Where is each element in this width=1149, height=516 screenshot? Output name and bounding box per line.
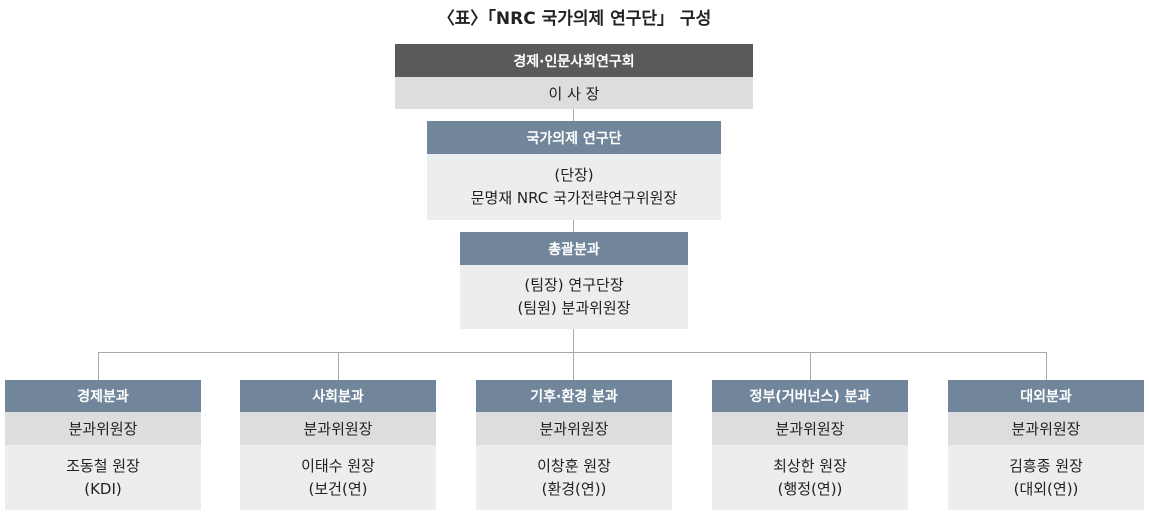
connector-drop-5 — [1046, 352, 1047, 380]
division-org: (행정(연)) — [777, 479, 843, 498]
division-org: (KDI) — [84, 479, 122, 498]
division-name: 김흥종 원장 — [1009, 456, 1083, 475]
research-group-body: (단장) 문명재 NRC 국가전략연구위원장 — [427, 154, 721, 220]
connector-drop-2 — [338, 352, 339, 380]
division-body: 김흥종 원장 (대외(연)) — [948, 445, 1144, 510]
council-header: 경제·인문사회연구회 — [395, 44, 753, 77]
research-group-line1: (단장) — [554, 166, 594, 184]
division-name: 이태수 원장 — [301, 456, 375, 475]
diagram-title: 〈표〉「NRC 국가의제 연구단」 구성 — [437, 9, 712, 29]
connector-general-trunk — [573, 329, 574, 380]
research-group-line2: 문명재 NRC 국가전략연구위원장 — [470, 189, 678, 207]
division-header: 경제분과 — [5, 380, 201, 412]
division-name: 조동철 원장 — [66, 456, 140, 475]
general-line1: (팀장) 연구단장 — [524, 276, 624, 294]
general-body: (팀장) 연구단장 (팀원) 분과위원장 — [460, 265, 688, 329]
division-role: 분과위원장 — [5, 412, 201, 445]
connector-horizontal-bar — [98, 352, 1046, 353]
division-header: 사회분과 — [240, 380, 436, 412]
division-body: 이태수 원장 (보건(연) — [240, 445, 436, 510]
connector-council-group — [573, 109, 574, 121]
general-line2: (팀원) 분과위원장 — [517, 299, 631, 317]
division-name: 최상한 원장 — [773, 456, 847, 475]
connector-group-general — [573, 220, 574, 232]
division-role: 분과위원장 — [948, 412, 1144, 445]
research-group-header: 국가의제 연구단 — [427, 121, 721, 154]
division-role: 분과위원장 — [712, 412, 908, 445]
connector-drop-4 — [810, 352, 811, 380]
division-name: 이창훈 원장 — [537, 456, 611, 475]
division-org: (환경(연)) — [541, 479, 607, 498]
division-org: (보건(연) — [308, 479, 368, 498]
division-role: 분과위원장 — [240, 412, 436, 445]
division-role: 분과위원장 — [476, 412, 672, 445]
connector-drop-1 — [98, 352, 99, 380]
general-header: 총괄분과 — [460, 232, 688, 265]
division-header: 기후·환경 분과 — [476, 380, 672, 412]
division-header: 정부(거버넌스) 분과 — [712, 380, 908, 412]
council-role: 이 사 장 — [395, 77, 753, 109]
division-body: 이창훈 원장 (환경(연)) — [476, 445, 672, 510]
division-body: 최상한 원장 (행정(연)) — [712, 445, 908, 510]
division-header: 대외분과 — [948, 380, 1144, 412]
division-org: (대외(연)) — [1013, 479, 1079, 498]
division-body: 조동철 원장 (KDI) — [5, 445, 201, 510]
